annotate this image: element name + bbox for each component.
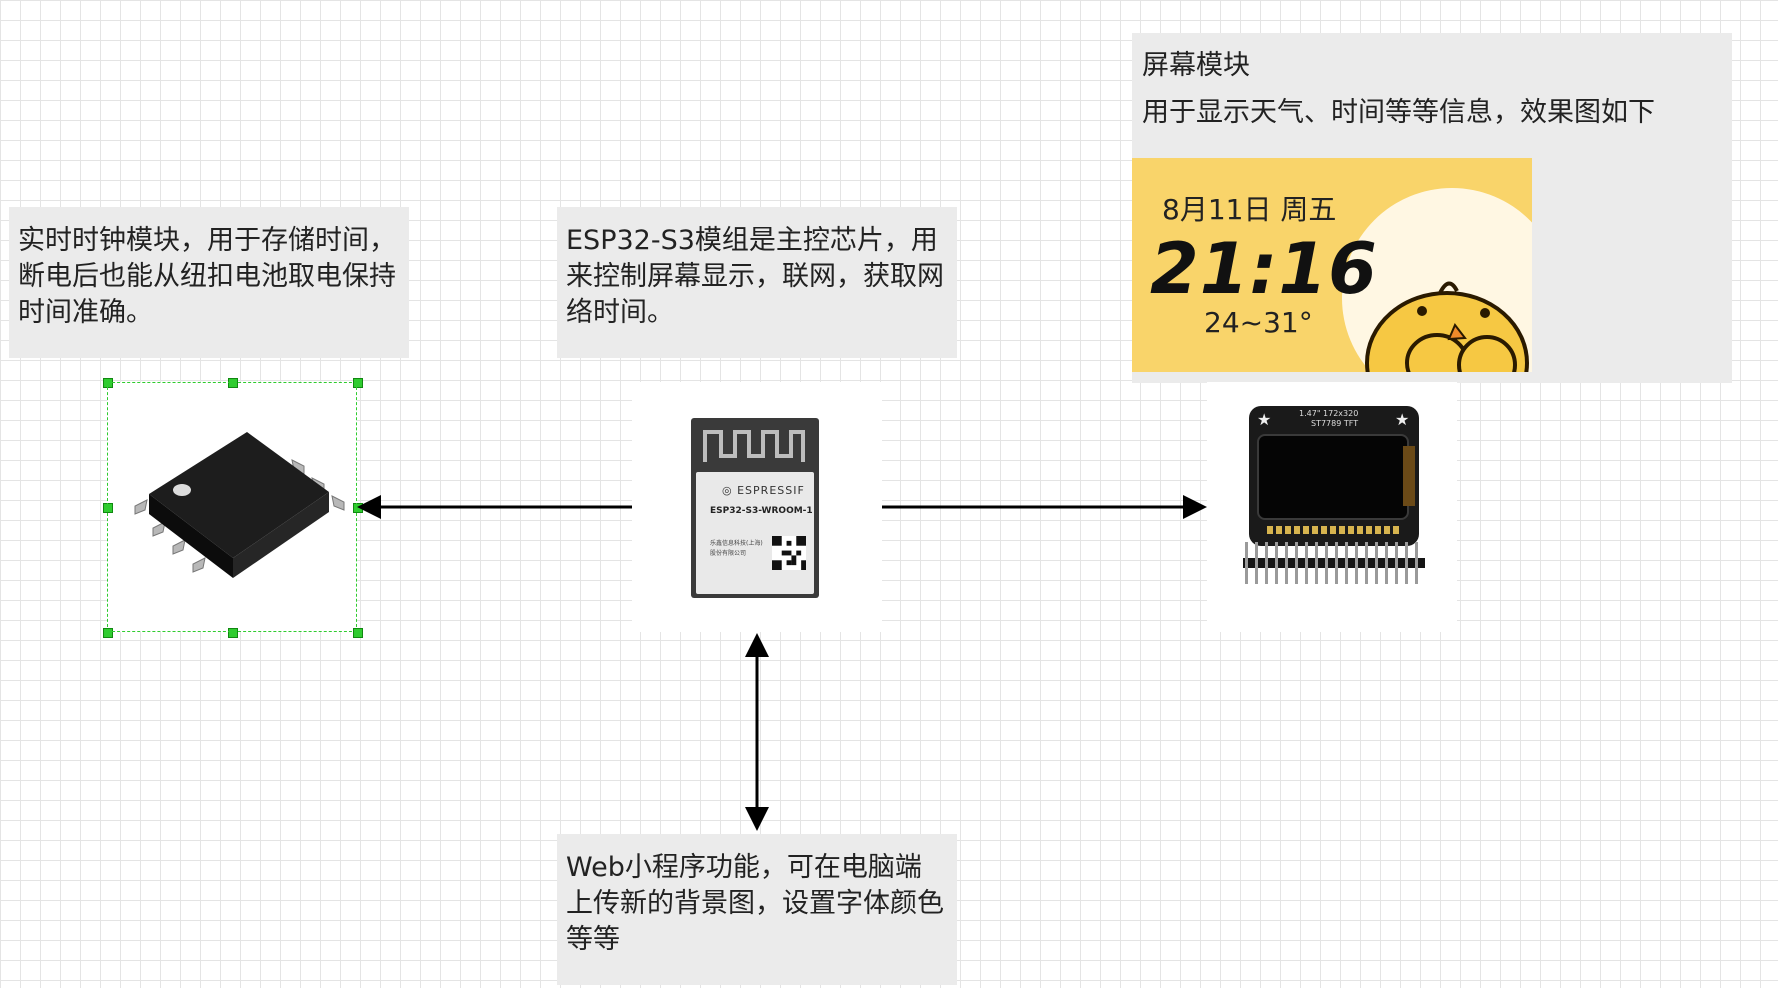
preview-time: 21:16 (1150, 228, 1378, 310)
esp32-maker-line2: 股份有限公司 (710, 550, 747, 557)
preview-temp: 24~31° (1204, 306, 1313, 339)
star-icon-right: ★ (1395, 410, 1410, 429)
preview-date: 8月11日 周五 (1162, 193, 1337, 226)
star-icon-left: ★ (1257, 410, 1272, 429)
rtc-chip-image[interactable] (103, 378, 363, 638)
web-note: Web小程序功能，可在电脑端上传新的背景图，设置字体颜色等等 (557, 834, 957, 985)
screen-note-title: 屏幕模块 (1142, 50, 1250, 81)
screen-preview-image: 8月11日 周五 21:16 24~31° (1132, 158, 1532, 372)
selection-outline (107, 382, 357, 632)
espressif-brand: ESPRESSIF (737, 484, 805, 497)
qr-code-icon (772, 536, 806, 570)
esp32-maker-line1: 乐鑫信息科技(上海) (710, 540, 763, 547)
rtc-note: 实时时钟模块，用于存储时间，断电后也能从纽扣电池取电保持时间准确。 (9, 207, 409, 358)
board-pads (1267, 526, 1401, 534)
selection-handle-tl[interactable] (103, 378, 113, 388)
esp-note-text: ESP32-S3模组是主控芯片，用来控制屏幕显示，联网，获取网络时间。 (566, 225, 944, 328)
esp32-board: ◎ ESPRESSIF ESP32-S3-WROOM-1 乐鑫信息科技(上海) … (691, 418, 819, 598)
esp32-model-label: ESP32-S3-WROOM-1 (710, 506, 813, 516)
selection-handle-bl[interactable] (103, 628, 113, 638)
display-label-1: 1.47" 172x320 (1299, 409, 1359, 418)
esp32-module-image[interactable]: ◎ ESPRESSIF ESP32-S3-WROOM-1 乐鑫信息科技(上海) … (632, 382, 882, 632)
selection-handle-bm[interactable] (228, 628, 238, 638)
web-note-text: Web小程序功能，可在电脑端上传新的背景图，设置字体颜色等等 (566, 852, 944, 955)
arrowhead-up (745, 633, 769, 657)
esp-note: ESP32-S3模组是主控芯片，用来控制屏幕显示，联网，获取网络时间。 (557, 207, 957, 358)
arrowhead-display (1183, 495, 1207, 519)
espressif-logo: ◎ ESPRESSIF (722, 484, 805, 497)
tft-screen (1257, 434, 1409, 520)
selection-handle-br[interactable] (353, 628, 363, 638)
selection-handle-ml[interactable] (103, 503, 113, 513)
antenna-trace (703, 430, 805, 462)
selection-handle-tm[interactable] (228, 378, 238, 388)
esp32-shield: ◎ ESPRESSIF ESP32-S3-WROOM-1 乐鑫信息科技(上海) … (696, 472, 814, 594)
flex-connector (1403, 446, 1415, 506)
display-module-image[interactable]: 1.47" 172x320 ST7789 TFT ★ ★ (1207, 382, 1457, 632)
espressif-mark-icon: ◎ (722, 484, 733, 497)
chick-mascot (1365, 281, 1529, 372)
arrowhead-rtc (357, 495, 381, 519)
pin-header-pins (1245, 542, 1423, 584)
rtc-note-text: 实时时钟模块，用于存储时间，断电后也能从纽扣电池取电保持时间准确。 (18, 225, 396, 328)
display-pcb: 1.47" 172x320 ST7789 TFT ★ ★ (1249, 406, 1419, 546)
display-label-2: ST7789 TFT (1311, 419, 1359, 428)
screen-note-desc: 用于显示天气、时间等等信息，效果图如下 (1142, 97, 1655, 128)
selection-handle-tr[interactable] (353, 378, 363, 388)
arrowhead-down (745, 807, 769, 831)
